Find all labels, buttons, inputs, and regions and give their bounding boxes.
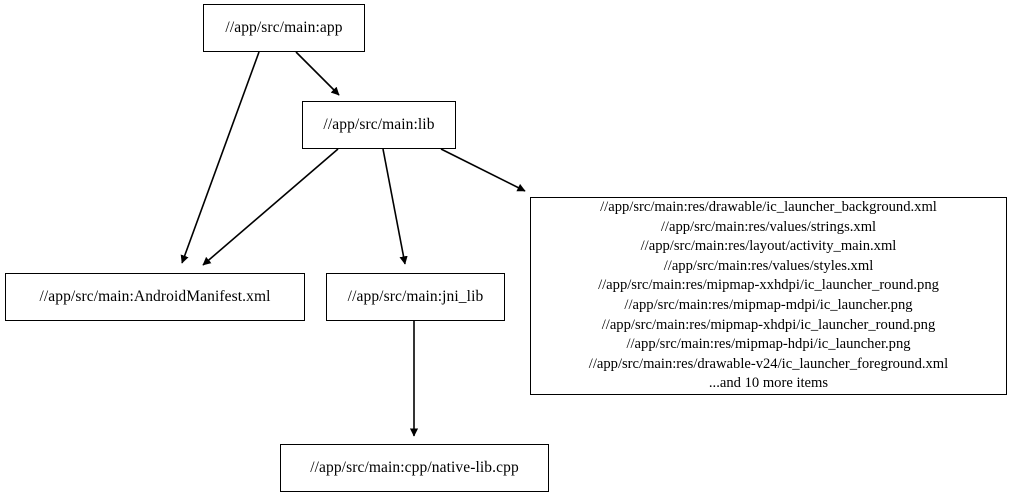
edge-app-to-manifest: [180, 51, 260, 264]
graph-node-res-group[interactable]: //app/src/main:res/drawable/ic_launcher_…: [530, 197, 1007, 395]
edge-lib-to-jni-lib: [382, 148, 408, 265]
res-group-line: //app/src/main:res/values/styles.xml: [663, 257, 874, 274]
graph-node-jni-lib[interactable]: //app/src/main:jni_lib: [326, 273, 505, 321]
res-group-line: //app/src/main:res/mipmap-xxhdpi/ic_laun…: [598, 277, 939, 294]
res-group-line: //app/src/main:res/layout/activity_main.…: [640, 238, 897, 255]
graph-node-native-lib-cpp-label: //app/src/main:cpp/native-lib.cpp: [310, 459, 519, 477]
graph-node-app-label: //app/src/main:app: [225, 19, 343, 37]
res-group-more-items-line: ...and 10 more items: [708, 375, 829, 392]
graph-node-lib-label: //app/src/main:lib: [323, 116, 435, 134]
graph-node-app[interactable]: //app/src/main:app: [203, 4, 365, 52]
res-group-line: //app/src/main:res/values/strings.xml: [660, 218, 877, 235]
edge-app-to-lib: [295, 51, 340, 96]
graph-node-android-manifest[interactable]: //app/src/main:AndroidManifest.xml: [5, 273, 305, 321]
graph-node-native-lib-cpp[interactable]: //app/src/main:cpp/native-lib.cpp: [280, 444, 549, 492]
res-group-line: //app/src/main:res/drawable/ic_launcher_…: [600, 199, 937, 216]
graph-node-android-manifest-label: //app/src/main:AndroidManifest.xml: [39, 288, 271, 306]
graph-node-res-group-label: //app/src/main:res/drawable/ic_launcher_…: [531, 193, 1006, 399]
res-group-line: //app/src/main:res/mipmap-xhdpi/ic_launc…: [601, 316, 936, 333]
res-group-line: //app/src/main:res/drawable-v24/ic_launc…: [588, 355, 949, 372]
graph-node-lib[interactable]: //app/src/main:lib: [302, 101, 456, 149]
res-group-line: //app/src/main:res/mipmap-mdpi/ic_launch…: [624, 297, 913, 313]
res-group-line: //app/src/main:res/mipmap-hdpi/ic_launch…: [626, 336, 911, 353]
edge-lib-to-res-group: [440, 148, 526, 192]
graph-node-jni-lib-label: //app/src/main:jni_lib: [347, 288, 484, 306]
edge-lib-to-manifest: [202, 148, 339, 266]
